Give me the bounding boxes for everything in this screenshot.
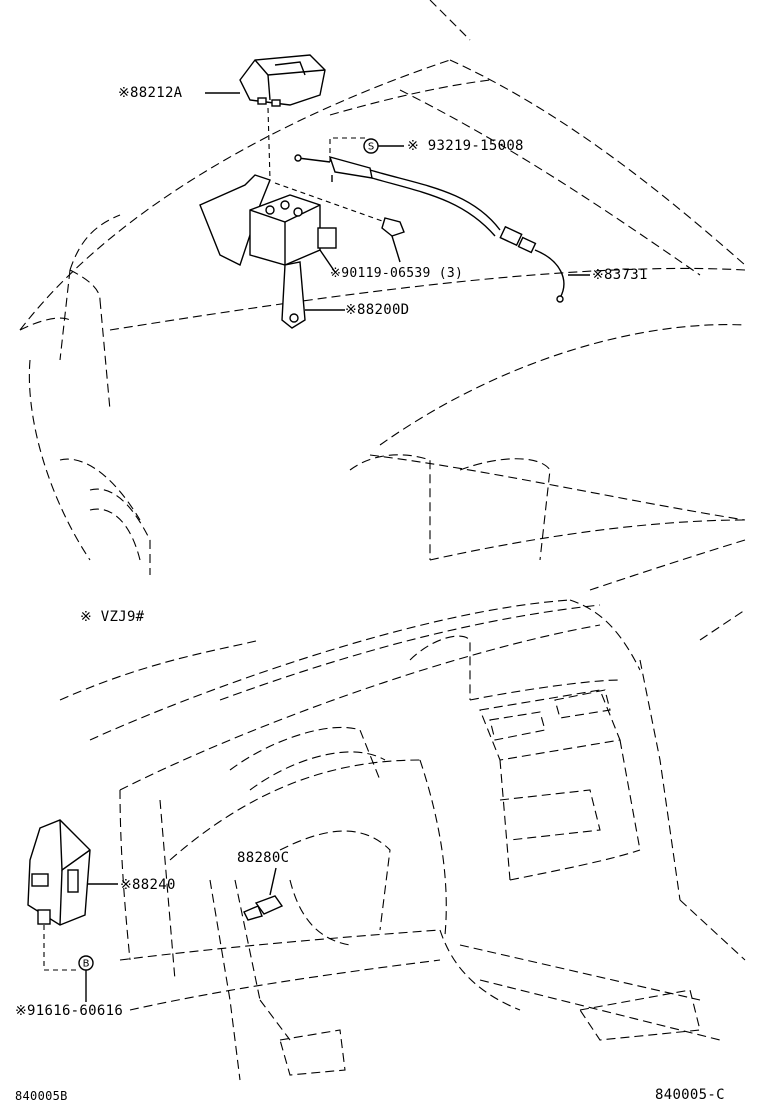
part-label-88240: ※88240 (120, 877, 176, 893)
part-label-88200d: ※88200D (345, 302, 410, 318)
svg-text:S: S (368, 142, 374, 153)
figure-code-left: 840005B (15, 1089, 68, 1103)
asterisk-marker: ※ (407, 138, 420, 154)
cable-part (294, 137, 590, 303)
actuator-assembly-part (199, 174, 345, 329)
part-label-93219-15008: ※ 93219-15008 (407, 138, 524, 154)
control-unit-part (27, 819, 118, 926)
bolt-part (381, 217, 405, 263)
part-label-88212a: ※88212A (118, 85, 183, 101)
model-note: ※ VZJ9# (80, 609, 145, 625)
part-number-93219: 93219-15008 (427, 138, 524, 154)
part-label-91616-60616: ※91616-60616 (15, 1003, 124, 1019)
svg-text:B: B (83, 959, 90, 970)
part-label-83731: ※83731 (592, 267, 648, 283)
leader-bolt-b (43, 925, 78, 971)
part-label-88280c: 88280C (237, 850, 290, 866)
sensor-part (243, 867, 284, 921)
vehicle-front-outline (19, 0, 746, 591)
symbol-b-icon: B (78, 955, 94, 971)
dashboard-outline (59, 599, 746, 1081)
leader-bolt (274, 182, 386, 223)
relay-cover-part (205, 54, 326, 107)
part-label-90119-06539: ※90119-06539 (3) (330, 266, 464, 281)
figure-code-right: 840005-C (655, 1087, 725, 1103)
leader-cover-to-actuator (267, 107, 271, 181)
symbol-s-icon: S (363, 138, 379, 154)
